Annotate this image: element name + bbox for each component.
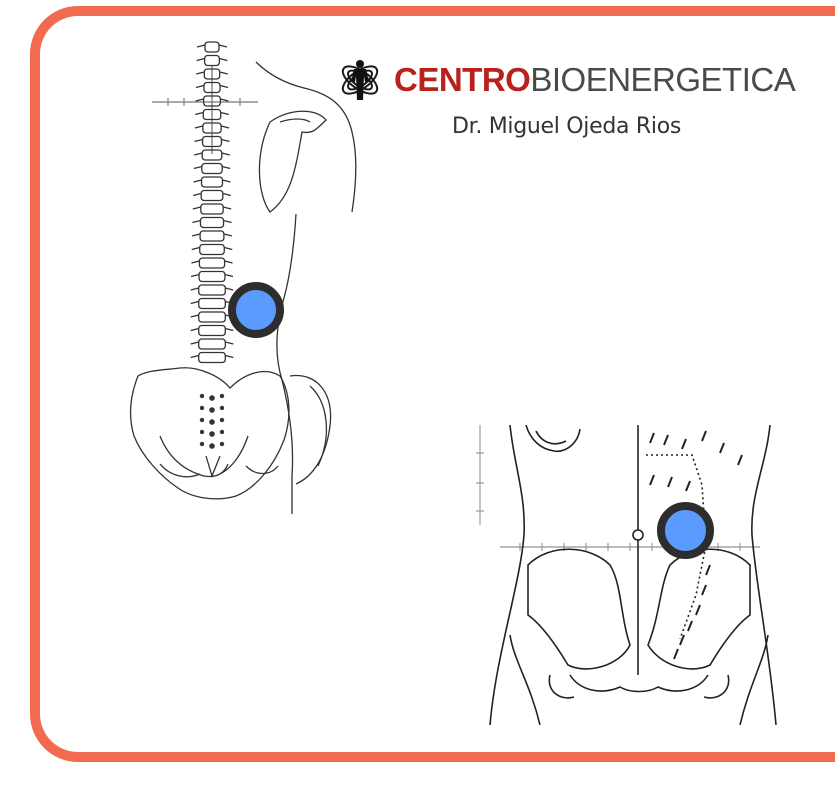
- brand-name-bold: CENTRO: [394, 61, 530, 99]
- vertebra: [200, 218, 223, 228]
- vertebra: [199, 353, 226, 363]
- vertebra: [199, 299, 226, 309]
- brand-name-light: BIOENERGETICA: [530, 61, 795, 99]
- vertebra: [205, 56, 220, 66]
- doctor-name: Dr. Miguel Ojeda Rios: [452, 114, 681, 139]
- back-spine-pelvis-diagram: [120, 36, 380, 516]
- vertebra: [199, 326, 226, 336]
- vertebra: [200, 231, 224, 241]
- vertebra: [199, 339, 226, 349]
- vertebra: [201, 191, 223, 201]
- front-marker: [657, 502, 714, 559]
- vertebra: [199, 272, 225, 282]
- vertebra: [201, 204, 223, 214]
- front-abdomen-pelvis-diagram: [470, 425, 790, 725]
- vertebra: [199, 285, 226, 295]
- back-marker: [228, 282, 284, 338]
- vertebra: [205, 42, 219, 52]
- vertebra: [202, 177, 223, 187]
- vertebra: [202, 164, 222, 174]
- vertebra: [199, 258, 224, 268]
- vertebra: [200, 245, 225, 255]
- vertebra: [199, 312, 226, 322]
